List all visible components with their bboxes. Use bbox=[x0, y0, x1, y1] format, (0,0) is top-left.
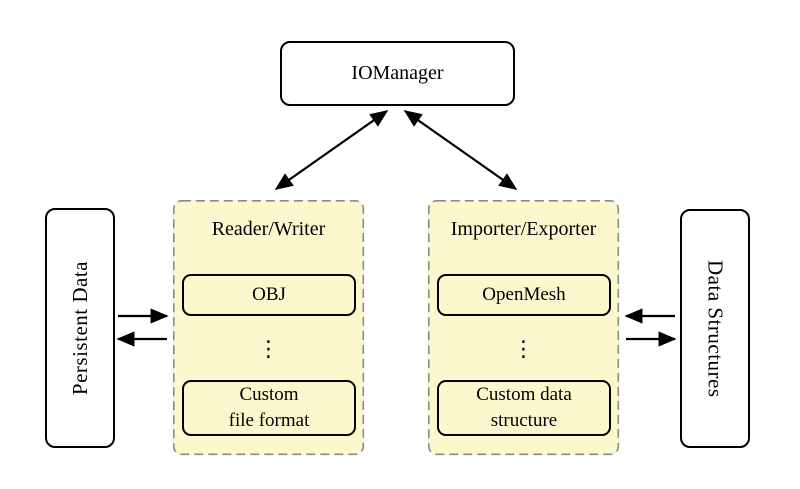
vertical-ellipsis-icon: ⋮ bbox=[512, 337, 535, 362]
data-structures-label: Data Structures bbox=[703, 259, 728, 398]
reader-writer-group: Reader/Writer OBJ ⋮ Custom file format bbox=[173, 200, 364, 455]
persistent-data-node: Persistent Data bbox=[45, 208, 115, 448]
openmesh-label: OpenMesh bbox=[482, 284, 566, 306]
importer-exporter-title: Importer/Exporter bbox=[450, 218, 597, 240]
persistent-data-label: Persistent Data bbox=[67, 260, 92, 396]
custom-data-structure-line2: structure bbox=[490, 410, 558, 431]
reader-writer-title: Reader/Writer bbox=[211, 218, 326, 240]
openmesh-node: OpenMesh bbox=[437, 274, 611, 316]
arrow-iomanager-readerwriter bbox=[274, 110, 389, 190]
custom-file-format-line2: file format bbox=[228, 410, 310, 431]
custom-data-structure-line1: Custom data bbox=[476, 384, 572, 406]
obj-node: OBJ bbox=[182, 274, 356, 316]
data-structures-node: Data Structures bbox=[680, 209, 750, 448]
importer-exporter-group: Importer/Exporter OpenMesh ⋮ Custom data… bbox=[428, 200, 619, 455]
custom-file-format-line1: Custom bbox=[239, 384, 299, 406]
custom-data-structure-node: Custom data structure bbox=[437, 380, 611, 436]
obj-label: OBJ bbox=[252, 284, 286, 306]
custom-file-format-node: Custom file format bbox=[182, 380, 356, 436]
arrow-iomanager-importerexporter bbox=[403, 110, 518, 190]
io-manager-label: IOManager bbox=[351, 62, 444, 84]
io-manager-node: IOManager bbox=[280, 41, 515, 106]
vertical-ellipsis-icon: ⋮ bbox=[257, 337, 280, 362]
